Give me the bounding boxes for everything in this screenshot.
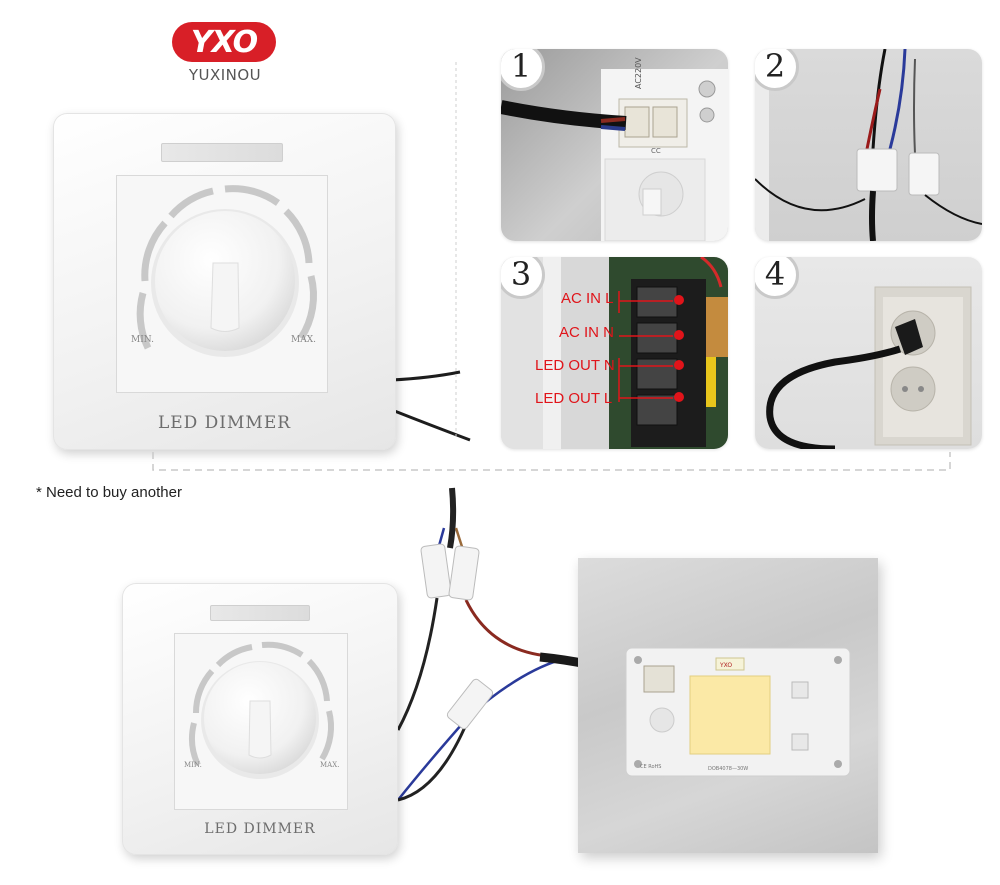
dimmer-knob-icon: [189, 641, 334, 779]
indicator-window: [161, 143, 283, 162]
terminal-block-illustration: [501, 257, 728, 449]
terminal-label-led-out-l: LED OUT L: [535, 390, 613, 407]
dimmer-knob-icon: [136, 185, 317, 357]
led-dimmer-photo: MIN. MAX. LED DIMMER: [53, 113, 396, 450]
min-label: MIN.: [131, 335, 154, 345]
wire-connector-icon: [420, 543, 494, 730]
led-board-cert-marking: CE RoHS: [640, 764, 661, 770]
terminal-label-led-out-n: LED OUT N: [535, 357, 615, 374]
terminal-label-ac-in-l: AC IN L: [561, 290, 614, 307]
led-board-logo: YXO: [719, 662, 732, 669]
brand-logo: YXO YUXINOU: [170, 22, 280, 84]
purchase-note: * Need to buy another: [36, 484, 182, 501]
connector-marking: AC220V: [634, 57, 643, 89]
dimmer-brand-label: LED DIMMER: [204, 821, 316, 837]
led-module-photo: YXO CE RoHS DOB4078—30W: [578, 558, 878, 853]
wire-connectors-illustration: [755, 49, 982, 241]
min-label: MIN.: [184, 761, 202, 769]
step-number-2: 2: [755, 49, 799, 91]
led-board-model-marking: DOB4078—30W: [708, 766, 748, 772]
step-number-4: 4: [755, 257, 799, 299]
led-cob-board-illustration: YXO CE RoHS DOB4078—30W: [625, 647, 851, 777]
led-dimmer-wired-photo: MIN. MAX. LED DIMMER: [122, 583, 398, 855]
step-4-photo: 4: [755, 257, 982, 449]
step-2-photo: 2: [755, 49, 982, 241]
driver-connector-illustration: AC220V CC: [501, 57, 728, 241]
step-number-1: 1: [501, 49, 545, 91]
indicator-window: [210, 605, 310, 621]
max-label: MAX.: [320, 761, 340, 769]
logo-badge: YXO: [172, 22, 276, 62]
logo-mark: YXO: [190, 24, 258, 60]
terminal-label-ac-in-n: AC IN N: [559, 324, 615, 341]
wall-socket-illustration: [766, 286, 972, 449]
connector-sub-marking: CC: [651, 147, 661, 155]
step-number-3: 3: [501, 257, 545, 299]
step-1-photo: AC220V CC 1: [501, 49, 728, 241]
dimmer-brand-label: LED DIMMER: [157, 413, 292, 433]
logo-name: YUXINOU: [188, 66, 262, 84]
step-3-photo: AC IN L AC IN N LED OUT N LED OUT L 3: [501, 257, 728, 449]
max-label: MAX.: [291, 335, 316, 345]
